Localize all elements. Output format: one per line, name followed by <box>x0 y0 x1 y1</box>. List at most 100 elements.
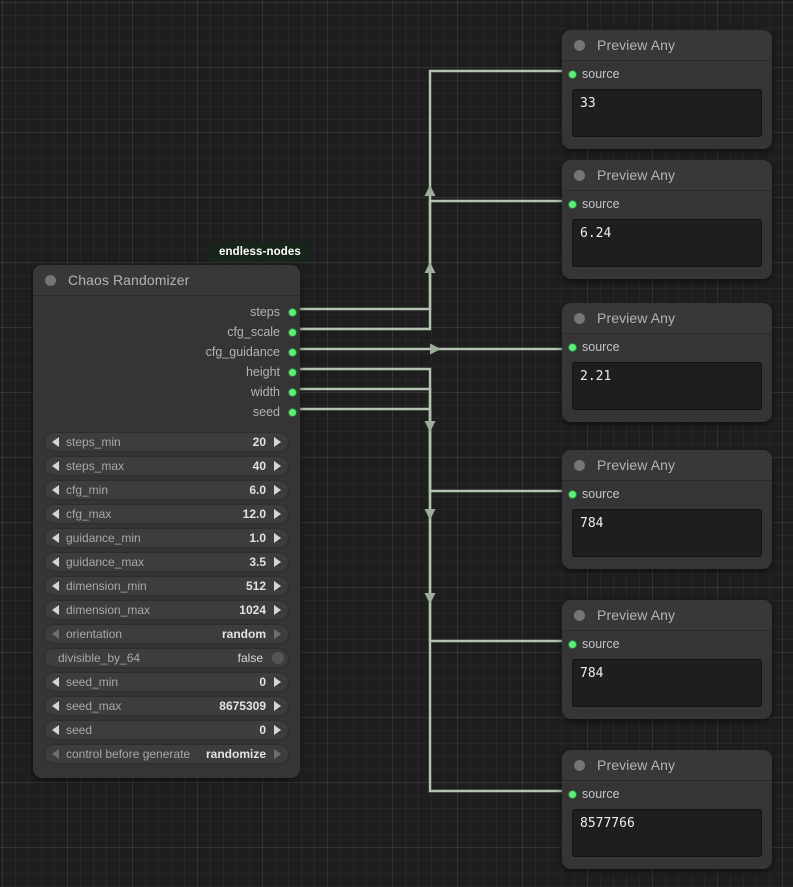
widget-label: orientation <box>66 627 123 641</box>
slot-dot-icon[interactable] <box>568 789 577 799</box>
arrow-left-icon[interactable] <box>52 605 59 615</box>
output-slot-cfg-guidance[interactable]: cfg_guidance <box>33 342 300 362</box>
arrow-left-icon[interactable] <box>52 701 59 711</box>
node-title-bar[interactable]: Preview Any <box>562 303 772 334</box>
widget-label: steps_max <box>66 459 125 473</box>
node-title-bar[interactable]: Preview Any <box>562 30 772 61</box>
node-title-bar[interactable]: Preview Any <box>562 450 772 481</box>
circle-icon[interactable] <box>45 274 56 286</box>
preview-text-output: 8577766 <box>572 809 762 857</box>
arrow-right-icon[interactable] <box>274 581 281 591</box>
slot-dot-icon[interactable] <box>568 639 577 649</box>
arrow-right-icon[interactable] <box>274 509 281 519</box>
arrow-right-icon[interactable] <box>274 629 281 639</box>
link-width <box>297 387 566 643</box>
link-direction-markers <box>424 185 441 604</box>
arrow-right-icon[interactable] <box>274 725 281 735</box>
output-slot-cfg-scale[interactable]: cfg_scale <box>33 322 300 342</box>
input-slot-source[interactable]: source <box>562 334 772 360</box>
arrow-left-icon[interactable] <box>52 677 59 687</box>
arrow-left-icon[interactable] <box>52 629 59 639</box>
output-slot-steps[interactable]: steps <box>33 302 300 322</box>
arrow-right-icon[interactable] <box>274 437 281 447</box>
circle-icon[interactable] <box>574 312 585 324</box>
node-title-bar[interactable]: Preview Any <box>562 160 772 191</box>
circle-icon[interactable] <box>574 169 585 181</box>
arrow-right-icon[interactable] <box>274 749 281 759</box>
arrow-left-icon[interactable] <box>52 533 59 543</box>
input-slot-source[interactable]: source <box>562 781 772 807</box>
node-title-bar[interactable]: Preview Any <box>562 600 772 631</box>
slot-dot-icon[interactable] <box>288 387 297 397</box>
arrow-right-icon[interactable] <box>274 701 281 711</box>
slot-dot-icon[interactable] <box>288 307 297 317</box>
arrow-right-icon[interactable] <box>274 557 281 567</box>
input-slot-source[interactable]: source <box>562 191 772 217</box>
node-title-bar[interactable]: Preview Any <box>562 750 772 781</box>
node-title-label: Chaos Randomizer <box>68 272 190 288</box>
slot-dot-icon[interactable] <box>288 407 297 417</box>
output-slot-height[interactable]: height <box>33 362 300 382</box>
toggle-icon[interactable] <box>271 651 285 665</box>
widget-value: 8675309 <box>219 699 266 713</box>
arrow-left-icon[interactable] <box>52 725 59 735</box>
slot-dot-icon[interactable] <box>568 342 577 352</box>
widget-label: guidance_min <box>66 531 141 545</box>
slot-dot-icon[interactable] <box>288 367 297 377</box>
slot-dot-icon[interactable] <box>568 69 577 79</box>
arrow-right-icon[interactable] <box>274 533 281 543</box>
input-slot-label: source <box>582 637 620 651</box>
arrow-right-icon[interactable] <box>274 677 281 687</box>
arrow-left-icon[interactable] <box>52 437 59 447</box>
arrow-right-icon[interactable] <box>274 461 281 471</box>
arrow-left-icon[interactable] <box>52 509 59 519</box>
arrow-left-icon[interactable] <box>52 557 59 567</box>
slot-dot-icon[interactable] <box>288 347 297 357</box>
widget-steps-max[interactable]: steps_max 40 <box>44 456 289 476</box>
node-title-bar[interactable]: Chaos Randomizer <box>33 265 300 296</box>
circle-icon[interactable] <box>574 609 585 621</box>
arrow-left-icon[interactable] <box>52 461 59 471</box>
slot-dot-icon[interactable] <box>568 489 577 499</box>
arrow-left-icon[interactable] <box>52 749 59 759</box>
widget-value: 40 <box>252 459 266 473</box>
arrow-left-icon[interactable] <box>52 581 59 591</box>
widget-orientation[interactable]: orientation random <box>44 624 289 644</box>
input-slot-source[interactable]: source <box>562 631 772 657</box>
output-slot-width[interactable]: width <box>33 382 300 402</box>
input-slot-source[interactable]: source <box>562 61 772 87</box>
slot-dot-icon[interactable] <box>288 327 297 337</box>
widget-value: random <box>221 627 266 641</box>
widget-value: 0 <box>259 675 266 689</box>
input-slot-source[interactable]: source <box>562 481 772 507</box>
circle-icon[interactable] <box>574 39 585 51</box>
circle-icon[interactable] <box>574 759 585 771</box>
node-title-label: Preview Any <box>597 607 676 623</box>
arrow-right-icon[interactable] <box>274 485 281 495</box>
slot-dot-icon[interactable] <box>568 199 577 209</box>
circle-icon[interactable] <box>574 459 585 471</box>
node-chaos-randomizer[interactable]: endless-nodes Chaos Randomizer steps cfg… <box>33 243 310 778</box>
arrow-left-icon[interactable] <box>52 485 59 495</box>
output-slot-seed[interactable]: seed <box>33 402 300 422</box>
arrow-right-icon[interactable] <box>274 605 281 615</box>
